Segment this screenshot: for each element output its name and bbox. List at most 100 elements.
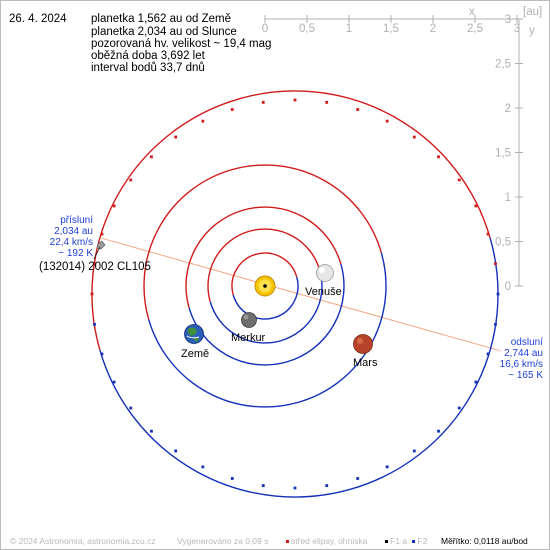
- orbit-interval-point: [486, 352, 490, 356]
- orbit-interval-point: [325, 100, 329, 104]
- apsis-line: [100, 237, 502, 352]
- asteroid-icon: [96, 240, 106, 250]
- info-line-interval: interval bodů 33,7 dnů: [91, 62, 205, 74]
- y-tick-label: 1: [505, 192, 511, 204]
- orbit-interval-point: [457, 406, 461, 410]
- orbit-interval-point: [93, 262, 96, 266]
- orbit-interval-point: [496, 292, 500, 296]
- x-axis-ticks: 0 0,5 1 1,5 2 2,5 3: [262, 15, 520, 35]
- perihelion-speed: 22,4 km/s: [49, 237, 93, 248]
- orbit-interval-point: [293, 98, 297, 102]
- date-label: 26. 4. 2024: [9, 13, 67, 25]
- y-tick-label: 3: [505, 14, 511, 26]
- orbit-interval-point: [230, 477, 234, 480]
- aphelion-title: odsluní: [510, 337, 543, 348]
- earth-orbit-far-half: [188, 263, 345, 366]
- orbit-interval-point: [90, 292, 94, 296]
- mercury-orbit-near-half: [231, 252, 298, 296]
- legend-foci: F1 a F2: [385, 533, 427, 549]
- focus1-marker-icon: [385, 540, 388, 544]
- orbit-interval-point: [437, 429, 440, 433]
- orbit-interval-point: [112, 380, 116, 384]
- asteroid-pointer: [93, 246, 101, 260]
- orbit-interval-point: [174, 135, 178, 139]
- orbit-points: [90, 98, 500, 490]
- orbit-interval-point: [201, 465, 205, 469]
- aphelion-distance: 2,744 au: [504, 348, 543, 359]
- orbit-interval-point: [261, 100, 265, 104]
- center-marker-icon: [286, 540, 289, 544]
- orbit-interval-point: [486, 232, 490, 236]
- orbit-interval-point: [261, 484, 265, 488]
- footer: © 2024 Astronomia, astronomia.zcu.cz Vyg…: [1, 533, 549, 549]
- orbit-interval-point: [150, 155, 153, 159]
- object-name: (132014) 2002 CL105: [39, 261, 151, 273]
- y-tick-label: 2,5: [495, 59, 511, 71]
- asteroid-orbit-near-half: [91, 90, 491, 351]
- orbit-interval-point: [356, 108, 360, 111]
- x-tick-label: 2: [430, 23, 436, 35]
- info-line-distance-earth: planetka 1,562 au od Země: [91, 13, 232, 25]
- mercury-orbit-far-half: [232, 276, 299, 320]
- legend-center: střed elipsy, ohniska: [286, 533, 367, 549]
- x-tick-label: 0,5: [299, 23, 315, 35]
- aphelion-temperature: ~ 165 K: [508, 370, 543, 381]
- y-tick-label: 1,5: [495, 148, 511, 160]
- y-tick-label: 0,5: [495, 237, 511, 249]
- mars-orbit-far-half: [148, 252, 387, 408]
- venus-label: Venuše: [305, 286, 342, 298]
- orbit-interval-point: [100, 232, 104, 236]
- orbit-interval-point: [412, 135, 416, 139]
- orbit-interval-point: [385, 465, 389, 469]
- orbit-interval-point: [129, 406, 133, 410]
- x-tick-label: 0: [262, 23, 268, 35]
- orbit-interval-point: [356, 477, 360, 480]
- generation-time: Vygenerováno za 0,09 s: [177, 536, 269, 546]
- asteroid-orbit-far-half: [99, 237, 499, 498]
- orbit-interval-point: [129, 178, 133, 182]
- orbit-interval-point: [93, 322, 96, 326]
- orbit-interval-point: [457, 178, 461, 182]
- x-tick-label: 1,5: [383, 23, 399, 35]
- orbit-interval-point: [174, 449, 178, 453]
- legend-f1-text: F1 a: [390, 536, 408, 546]
- info-line-period: oběžná doba 3,692 let: [91, 50, 205, 62]
- orbit-interval-point: [293, 486, 297, 490]
- aphelion-label: odsluní 2,744 au 16,6 km/s ~ 165 K: [500, 337, 543, 381]
- axis-unit: [au]: [523, 6, 542, 18]
- orbit-interval-point: [100, 352, 104, 356]
- venus-orbit-far-half: [209, 270, 323, 344]
- info-line-distance-sun: planetka 2,034 au od Slunce: [91, 26, 237, 38]
- axes: 0 0,5 1 1,5 2 2,5 3 3 2,5 2 1,5 1 0,5 0 x [au] y: [262, 6, 542, 293]
- orbit-interval-point: [412, 449, 416, 453]
- orbit-interval-point: [385, 119, 389, 123]
- mercury-icon: [241, 312, 257, 328]
- orbit-interval-point: [494, 262, 497, 266]
- y-axis-ticks: 3 2,5 2 1,5 1 0,5 0: [495, 14, 523, 293]
- orbit-interval-point: [112, 204, 116, 208]
- mars-label: Mars: [353, 357, 378, 369]
- x-tick-label: 1: [346, 23, 352, 35]
- focus2-marker-icon: [412, 540, 416, 544]
- x-tick-label: 2,5: [467, 23, 483, 35]
- earth-orbit-near-half: [185, 206, 342, 309]
- mars-orbit-near-half: [143, 164, 382, 320]
- copyright-link[interactable]: © 2024 Astronomia, astronomia.zcu.cz: [10, 536, 156, 546]
- earth-label: Země: [181, 348, 209, 360]
- orbit-interval-point: [494, 322, 497, 326]
- orbit-interval-point: [201, 119, 205, 123]
- y-tick-label: 2: [505, 103, 511, 115]
- x-tick-label: 3: [514, 23, 520, 35]
- venus-icon: [316, 264, 334, 282]
- mercury-label: Merkur: [231, 332, 266, 344]
- orbits: [91, 90, 499, 498]
- y-tick-label: 0: [505, 281, 511, 293]
- y-axis-label: y: [529, 25, 535, 37]
- perihelion-distance: 2,034 au: [54, 226, 93, 237]
- venus-orbit-near-half: [207, 228, 321, 302]
- x-axis-label: x: [469, 6, 475, 18]
- mars-icon: [353, 334, 373, 354]
- perihelion-title: přísluní: [60, 215, 93, 226]
- orbit-interval-point: [437, 155, 440, 159]
